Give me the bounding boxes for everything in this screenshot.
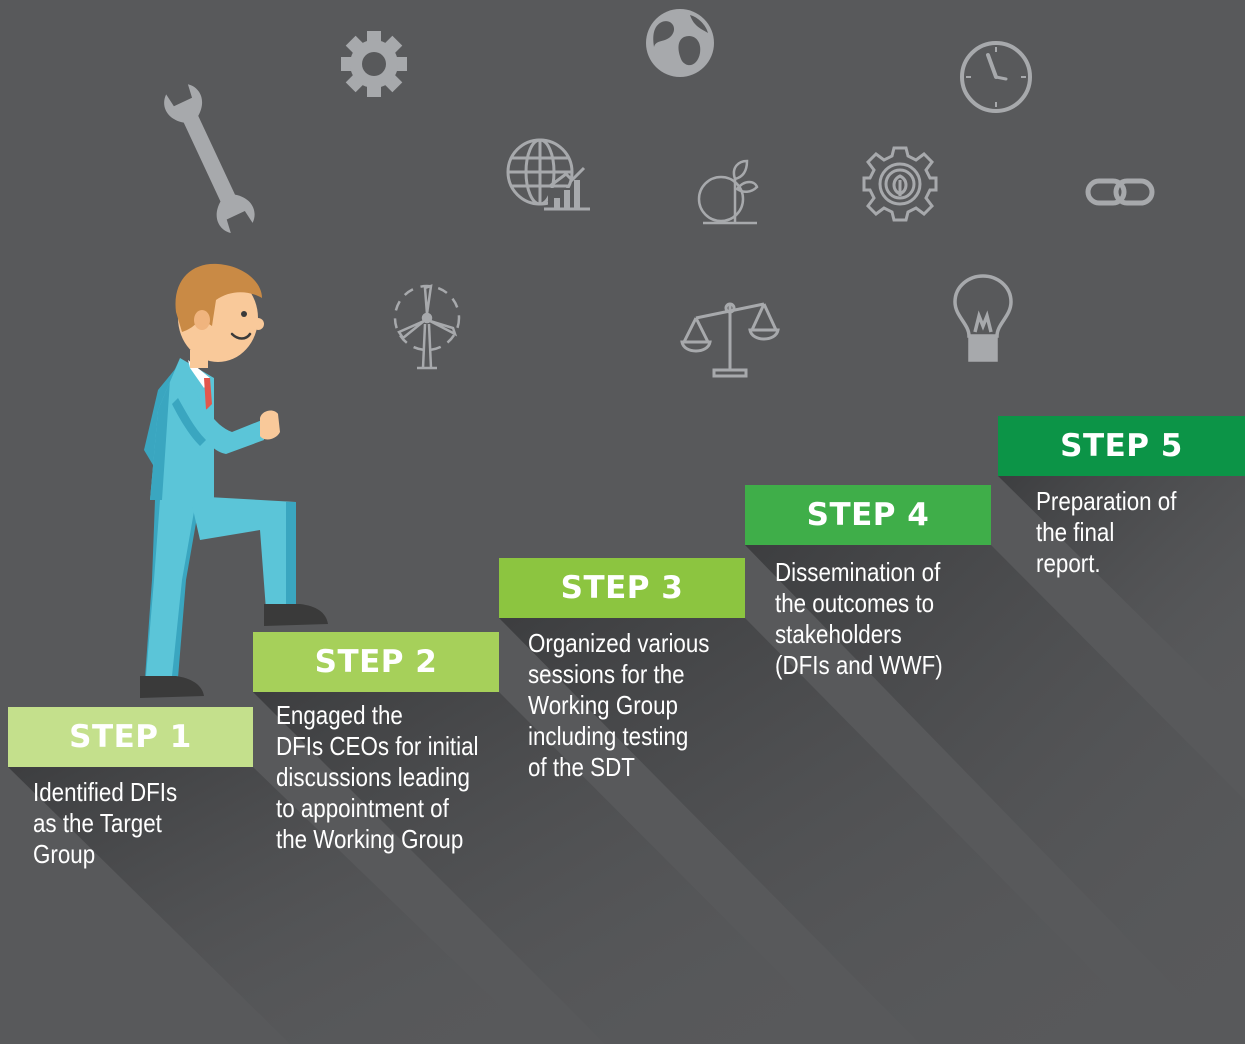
step-2-description: Engaged the DFIs CEOs for initial discus… <box>276 700 479 855</box>
globe-chart-icon <box>506 138 590 211</box>
link-icon <box>1085 178 1155 206</box>
step-2-line: to appointment of <box>276 793 449 823</box>
lightbulb-icon <box>953 274 1013 362</box>
step-2-line: Engaged the <box>276 700 403 730</box>
step-5-title: STEP 5 <box>1060 428 1183 464</box>
shadow-step-1 <box>8 767 540 1044</box>
step-2-line: discussions leading <box>276 762 470 792</box>
step-4-line: the outcomes to <box>775 588 935 618</box>
gear-icon <box>341 31 407 97</box>
step-4-line: (DFIs and WWF) <box>775 650 943 680</box>
fist <box>260 410 280 440</box>
shadow-step-4 <box>745 545 1245 1044</box>
step-4-line: stakeholders <box>775 619 902 649</box>
shadow-step-5 <box>998 476 1245 720</box>
step-1-line: Identified DFIs <box>33 777 178 807</box>
step-2-title: STEP 2 <box>314 644 438 680</box>
step-3-description: Organized various sessions for the Worki… <box>528 628 709 783</box>
tie <box>204 378 212 410</box>
step-2-line: DFIs CEOs for initial <box>276 731 479 761</box>
shadow-step-2 <box>253 692 850 1044</box>
wrench-icon <box>164 84 255 234</box>
step-3-line: of the SDT <box>528 752 635 782</box>
head <box>175 263 264 362</box>
earth-plant-icon <box>697 159 759 225</box>
step-5-description: Preparation of the final report. <box>1036 486 1176 579</box>
step-1-description: Identified DFIs as the Target Group <box>33 777 177 870</box>
wind-turbine-icon <box>393 284 461 370</box>
step-4-title: STEP 4 <box>806 497 930 533</box>
step-1-title: STEP 1 <box>69 719 192 755</box>
scales-icon <box>680 302 780 378</box>
back-shoe <box>140 676 204 698</box>
front-leg <box>190 496 296 610</box>
globe-icon <box>646 9 714 77</box>
clock-icon <box>960 41 1032 113</box>
step-4-description: Dissemination of the outcomes to stakeho… <box>775 557 943 681</box>
shadow-step-3 <box>499 618 1165 1044</box>
arm <box>178 380 264 454</box>
step-5-line: Preparation of <box>1036 486 1177 516</box>
step-1-box: STEP 1 <box>8 707 253 767</box>
step-5-line: the final <box>1036 517 1115 547</box>
step-3-line: sessions for the <box>528 659 685 689</box>
step-4-box: STEP 4 <box>745 485 991 545</box>
step-3-line: including testing <box>528 721 689 751</box>
step-5-box: STEP 5 <box>998 416 1245 476</box>
businessman-illustration <box>140 263 328 698</box>
step-3-line: Working Group <box>528 690 678 720</box>
step-5-line: report. <box>1036 548 1101 578</box>
step-1-line: Group <box>33 839 96 869</box>
step-3-box: STEP 3 <box>499 558 745 618</box>
eco-gear-icon <box>862 146 938 222</box>
front-shoe <box>264 604 328 626</box>
icon-layer <box>164 9 1155 378</box>
step-2-line: the Working Group <box>276 824 464 854</box>
step-1-line: as the Target <box>33 808 162 838</box>
step-3-title: STEP 3 <box>560 570 684 606</box>
step-4-line: Dissemination of <box>775 557 941 587</box>
step-3-line: Organized various <box>528 628 710 658</box>
step-2-box: STEP 2 <box>253 632 499 692</box>
